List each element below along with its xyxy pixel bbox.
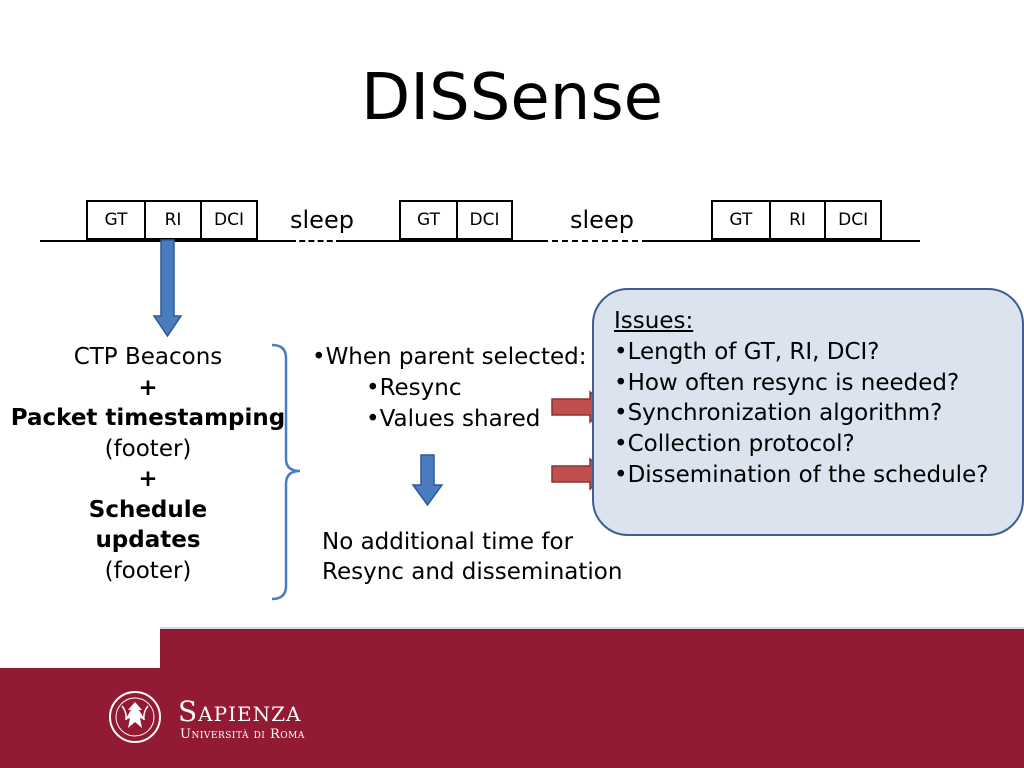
brand-name: Sapienza: [178, 695, 302, 728]
down-arrow-blue-1: [152, 239, 183, 338]
sapienza-seal-icon: [109, 691, 161, 743]
packet-timestamping-label: Packet timestamping: [10, 405, 286, 431]
issue-item: •Dissemination of the schedule?: [614, 461, 989, 488]
slot-3-dci: DCI: [824, 202, 880, 238]
footer-divider: [160, 627, 1024, 629]
slide-title: DISSense: [360, 61, 664, 135]
parent-selected-text: •When parent selected:: [312, 344, 587, 370]
slot-3: GT RI DCI: [711, 200, 882, 240]
slot-1-gt: GT: [104, 210, 128, 230]
brand-subtitle: Università di Roma: [180, 727, 305, 742]
footer-bar: [0, 628, 1024, 768]
footer-notch: [0, 628, 160, 668]
slot-2-gt: GT: [417, 210, 440, 230]
sleep-dashed-line-2: [542, 240, 648, 242]
down-arrow-blue-2: [411, 454, 444, 507]
ctp-beacons-label: CTP Beacons: [73, 344, 223, 370]
schedule-label: Schedule: [88, 496, 208, 523]
slot-1: GT RI DCI: [86, 200, 258, 240]
slot-1-ri: RI: [144, 202, 200, 238]
sleep-label-1: sleep: [290, 206, 354, 234]
slot-2-dci: DCI: [455, 202, 511, 238]
slot-3-gt: GT: [729, 210, 753, 230]
result-line-1: No additional time for: [322, 529, 574, 555]
slot-3-ri: RI: [768, 202, 825, 238]
bracket-right: [271, 343, 301, 601]
issue-item: •Collection protocol?: [614, 431, 855, 458]
timeline-segment-3: [648, 240, 920, 242]
footer-note-1: (footer): [104, 435, 192, 462]
issue-item: •How often resync is needed?: [614, 369, 960, 396]
sleep-label-2: sleep: [570, 206, 634, 234]
values-shared-bullet: •Values shared: [366, 406, 541, 432]
slot-1-dci: DCI: [200, 202, 256, 238]
issue-item: •Synchronization algorithm?: [614, 400, 943, 427]
updates-label: updates: [95, 527, 201, 553]
footer-note-2: (footer): [104, 557, 192, 584]
plus-sign-2: +: [138, 466, 158, 492]
plus-sign-1: +: [138, 374, 158, 401]
resync-bullet: •Resync: [366, 375, 462, 401]
issues-heading: Issues:: [614, 308, 694, 334]
result-line-2: Resync and dissemination: [322, 559, 623, 585]
sleep-dashed-line-1: [290, 240, 342, 242]
timeline-segment-2: [342, 240, 542, 242]
issue-item: •Length of GT, RI, DCI?: [614, 338, 880, 365]
issues-list: Issues: •Length of GT, RI, DCI? •How oft…: [614, 306, 988, 491]
issues-box: [592, 288, 1024, 536]
ctp-description: CTP Beacons + Packet timestamping (foote…: [0, 342, 296, 586]
slot-2: GT DCI: [399, 200, 513, 240]
